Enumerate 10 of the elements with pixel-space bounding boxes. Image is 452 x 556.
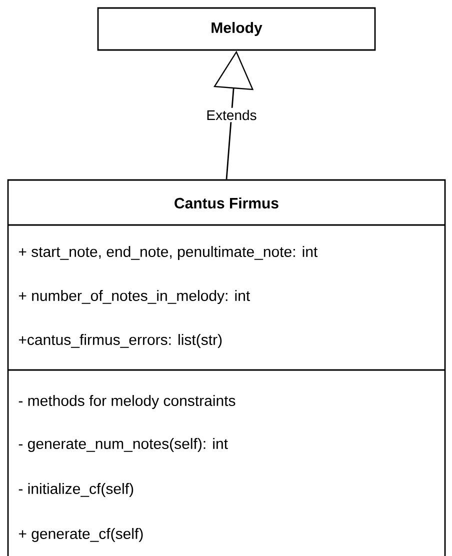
- edge-label: Extends: [204, 108, 259, 122]
- class-box: Melody: [97, 7, 376, 51]
- attribute-text: +cantus_firmus_errors: list(str): [18, 334, 222, 348]
- method-text: - methods for melody constraints: [18, 395, 236, 409]
- attribute-text: + start_note, end_note, penultimate_note: int: [18, 246, 318, 260]
- class-name: Cantus Firmus: [174, 198, 278, 208]
- method-text: - generate_num_notes(self): int: [18, 438, 228, 452]
- method-text: + generate_cf(self): [18, 528, 143, 542]
- method-text: - initialize_cf(self): [18, 483, 134, 497]
- attribute-text: + number_of_notes_in_melody: int: [18, 290, 250, 304]
